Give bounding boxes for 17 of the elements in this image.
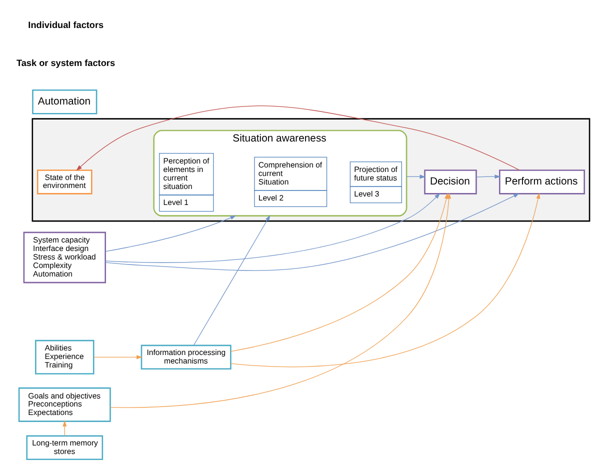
arrow — [476, 174, 501, 178]
arrow — [230, 192, 540, 367]
label: Individual factors — [28, 20, 104, 30]
arrow — [110, 192, 452, 408]
arrow — [105, 192, 440, 262]
arrow — [93, 354, 142, 359]
node-box: Decision — [424, 169, 477, 194]
arrow — [105, 192, 520, 270]
node-box: Automation — [32, 89, 98, 114]
label: Task or system factors — [16, 57, 116, 68]
arrow — [230, 192, 448, 352]
arrow — [76, 105, 520, 170]
node-box: Perform actions — [499, 169, 585, 194]
arrow — [193, 214, 270, 346]
arrow — [105, 214, 236, 252]
arrow — [406, 174, 426, 178]
arrow — [62, 420, 67, 436]
